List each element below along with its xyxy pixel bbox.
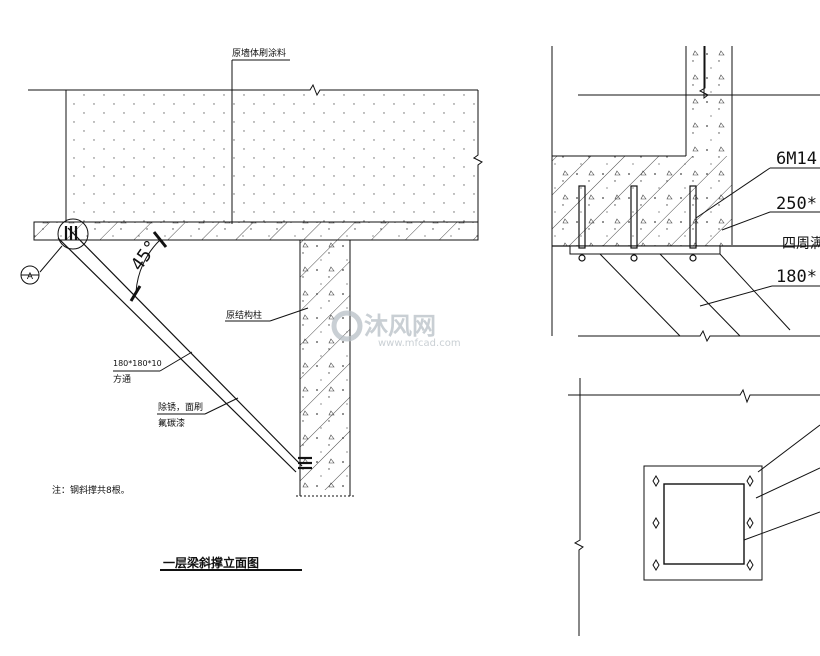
member-size-label: 180*180*10 [113, 359, 162, 368]
watermark-url: www.mfcad.com [378, 338, 461, 349]
plate-outline [643, 465, 763, 581]
bolt-spec-label: 6M14 [776, 149, 817, 169]
tube-edge-2 [659, 253, 741, 337]
plan-leader-2 [755, 467, 820, 499]
wall-right-break [473, 90, 483, 222]
angle-tick-bottom [129, 285, 142, 302]
column-concrete [300, 240, 350, 490]
elevation-view [20, 59, 483, 571]
angle-tick-top [152, 231, 168, 248]
member-type-label: 方通 [113, 373, 131, 385]
brace-edge-top [67, 227, 303, 467]
detail-bottom-break [578, 329, 820, 343]
top-anchor [64, 226, 78, 240]
tube-spec-label: 180* [776, 267, 817, 287]
leader-member [159, 351, 193, 372]
leader-plate [721, 211, 771, 231]
base-plate-plan [568, 378, 820, 636]
base-plate [569, 245, 721, 255]
general-note: 注：钢斜撑共8根。 [52, 484, 130, 496]
column-label: 原结构柱 [226, 309, 262, 321]
tube-edge-1 [599, 253, 681, 337]
plan-bolts [652, 475, 754, 571]
plan-left-break [573, 378, 584, 636]
tube-edge-3 [719, 253, 791, 331]
anchor-bolts [578, 185, 697, 262]
watermark-brand: 沐风网 [364, 312, 436, 340]
leader-bolt [695, 167, 771, 219]
column-break [698, 46, 709, 99]
section-mark-text: A [27, 272, 34, 282]
leader-column [269, 307, 309, 322]
plan-leader-3 [743, 511, 820, 541]
drawing-title: 一层梁斜撑立面图 [163, 555, 259, 570]
bottom-anchor [298, 456, 312, 470]
plan-top-break [568, 388, 820, 404]
watermark-logo-icon [331, 310, 363, 342]
tube-outline [663, 483, 745, 565]
section-leader [39, 245, 63, 273]
paint-note-1: 除锈，面刷 [158, 401, 203, 413]
plate-spec-label: 250* [776, 194, 817, 214]
anchor-detail-view [551, 46, 820, 343]
detail-circle [57, 218, 89, 250]
detail-beam-concrete [552, 156, 732, 246]
beam-outline [33, 221, 479, 241]
wall-coating-label: 原墙体刷涂料 [232, 47, 286, 59]
weld-note-label: 四周满 [782, 236, 820, 252]
wall-infill [66, 90, 478, 222]
upper-column-fill [686, 46, 732, 156]
watermark: 沐风网 www.mfcad.com [331, 310, 461, 349]
angle-arc [135, 239, 161, 293]
brace-edge-bottom [57, 237, 297, 473]
plan-leader-1 [757, 424, 820, 473]
leader-tube [699, 285, 773, 307]
leader-paint [204, 397, 239, 415]
paint-note-2: 氟碳漆 [158, 417, 185, 429]
